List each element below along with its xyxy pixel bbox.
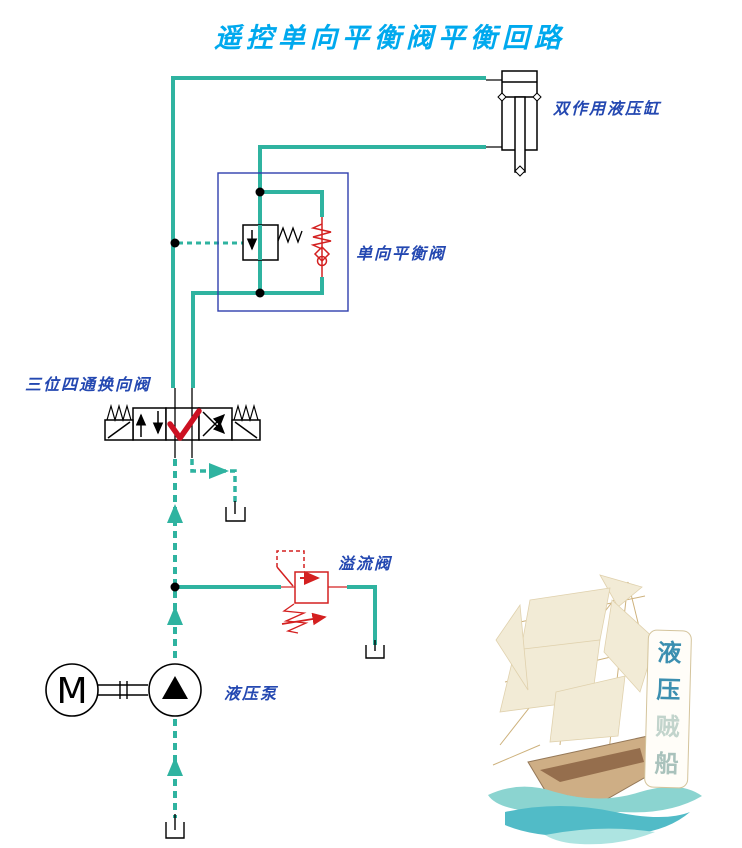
ship-sails [495, 574, 657, 743]
coupling-shaft [98, 681, 148, 699]
flow-arrow-right-tank [209, 463, 229, 479]
cylinder-node-diamonds [497, 92, 542, 177]
plaque-char-4: 船 [654, 750, 679, 778]
directional-valve-label: 三位四通换向阀 [25, 377, 152, 394]
balance-valve-symbol [217, 172, 349, 312]
junction-dots [170, 187, 265, 592]
ship-watermark [488, 574, 702, 845]
pipe-cylinder-rod-line [191, 145, 486, 388]
balance-check-valve [310, 217, 332, 277]
balance-valve-label: 单向平衡阀 [356, 246, 447, 263]
flow-arrow-up-2 [167, 606, 183, 625]
relief-valve-label: 溢流阀 [338, 556, 393, 573]
left-spring [106, 403, 132, 423]
pump-label: 液压泵 [224, 686, 279, 703]
watermark-plaque: 液 压 贼 船 [643, 629, 693, 789]
tank-symbol-return [225, 501, 246, 522]
pump-symbol [148, 663, 202, 717]
pipe-relief-branch [175, 585, 377, 645]
active-position-checkmark [167, 408, 202, 441]
motor-symbol: M [45, 663, 99, 717]
balance-valve-spring [277, 226, 303, 244]
cylinder-symbol [486, 70, 542, 177]
right-spring [233, 403, 259, 423]
ship-waves [488, 786, 702, 845]
page-title: 遥控单向平衡阀平衡回路 [214, 23, 566, 53]
motor-letter: M [56, 671, 87, 712]
plaque-char-1: 液 [657, 639, 682, 667]
tank-symbol-suction [165, 814, 185, 839]
tank-symbol-relief [365, 640, 385, 659]
relief-spring [282, 603, 309, 634]
pipe-cylinder-cap-line [171, 76, 486, 388]
relief-valve-symbol [276, 550, 347, 634]
balance-valve-boundary-box [217, 172, 349, 312]
pump-triangle [162, 676, 188, 699]
flow-arrow-up-3 [167, 757, 183, 776]
ship-hull [527, 735, 659, 803]
plaque-char-2: 压 [656, 676, 681, 704]
plaque-char-3: 贼 [655, 713, 680, 741]
directional-valve-symbol [104, 403, 261, 441]
relief-pilot-dashed [276, 550, 305, 571]
cylinder-label: 双作用液压缸 [553, 101, 662, 118]
flow-arrow-up-1 [167, 504, 183, 523]
